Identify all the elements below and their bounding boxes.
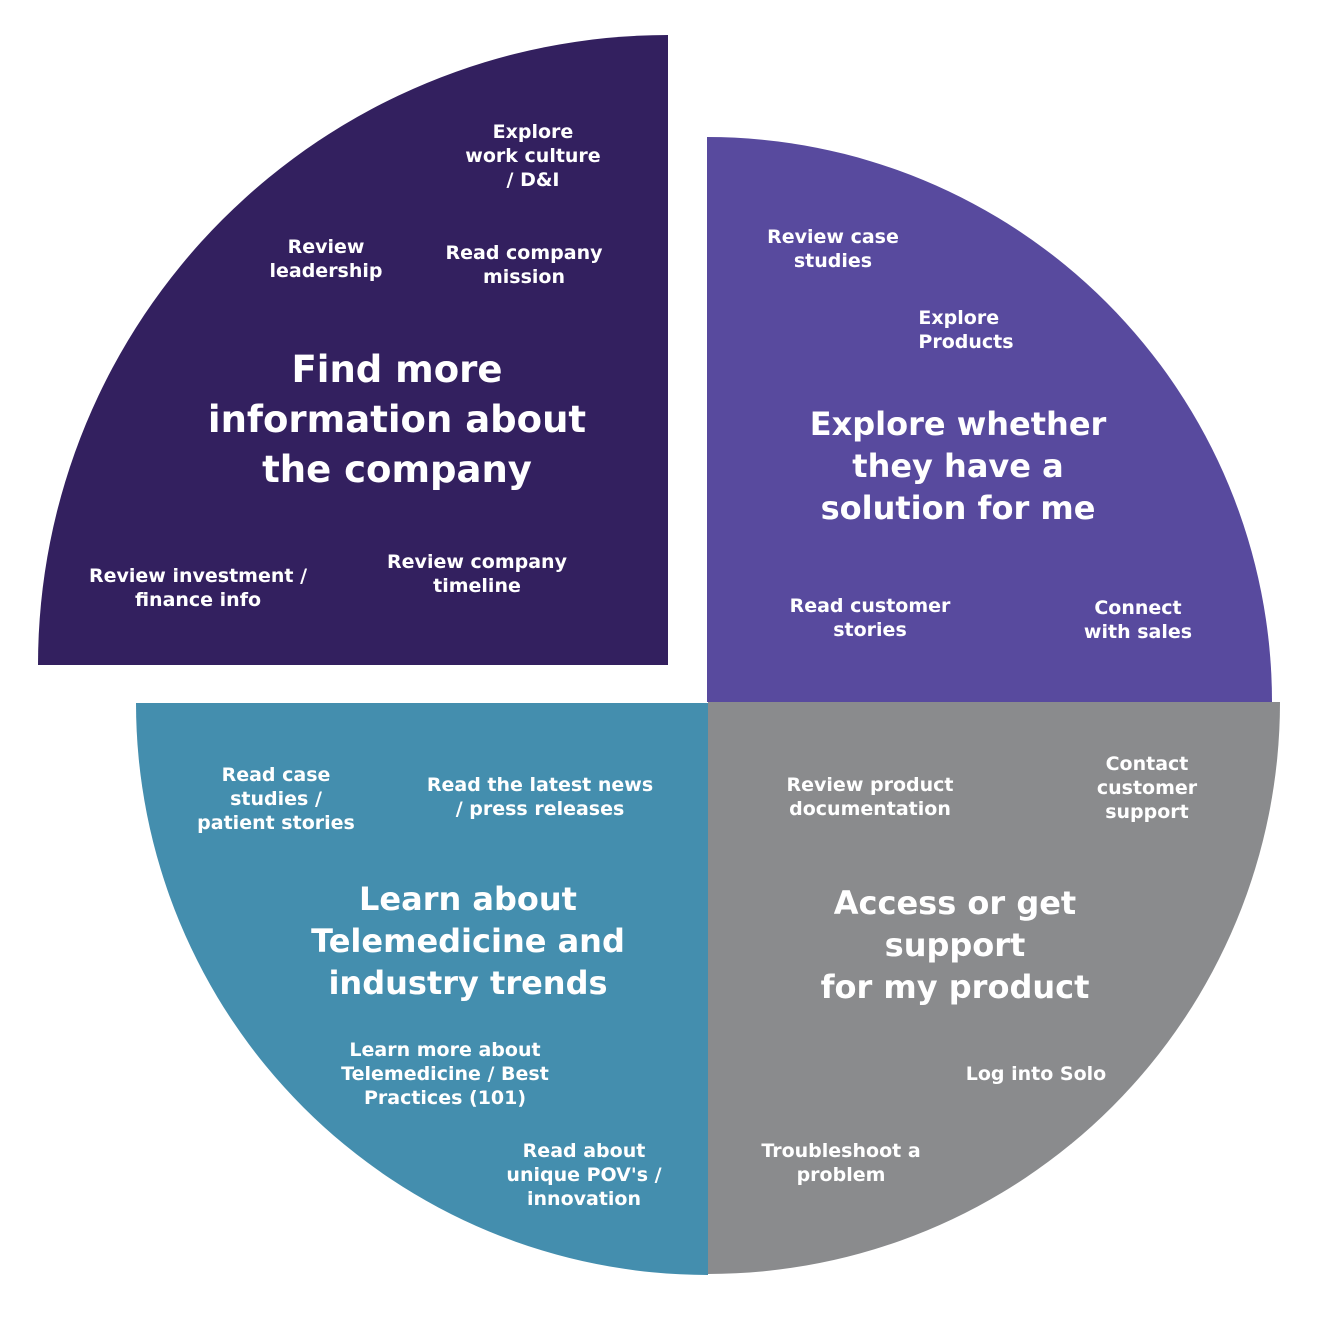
item-review-company-timeline: Review company timeline <box>387 551 567 597</box>
item-contact-support: Contact customer support <box>1096 753 1198 823</box>
item-read-company-mission: Read company mission <box>445 242 603 288</box>
solution-title: Explore whether they have a solution for… <box>809 405 1107 527</box>
telemedicine-title: Learn about Telemedicine and industry tr… <box>311 880 625 1002</box>
item-log-into-solo: Log into Solo <box>965 1063 1107 1085</box>
item-review-documentation: Review product documentation <box>786 774 954 820</box>
item-troubleshoot: Troubleshoot a problem <box>761 1140 921 1186</box>
item-read-customer-stories: Read customer stories <box>789 595 951 641</box>
item-latest-news: Read the latest news / press releases <box>426 774 654 820</box>
item-patient-stories: Read case studies / patient stories <box>197 764 355 834</box>
quadrant-solution-shape <box>707 137 1272 702</box>
support-title: Access or get support for my product <box>820 884 1090 1006</box>
item-explore-products: Explore Products <box>918 307 1014 353</box>
item-connect-with-sales: Connect with sales <box>1083 597 1193 643</box>
item-review-leadership: Review leadership <box>269 236 383 282</box>
item-review-investment: Review investment / finance info <box>88 565 308 611</box>
item-explore-work-culture: Explore work culture / D&I <box>465 121 601 191</box>
quadrant-support-shape <box>708 702 1280 1274</box>
company-title: Find more information about the company <box>207 348 587 491</box>
item-unique-pov: Read about unique POV's / innovation <box>506 1140 662 1210</box>
quadrant-company-shape <box>38 35 668 665</box>
item-review-case-studies: Review case studies <box>767 226 899 272</box>
quadrant-telemedicine-shape <box>136 703 708 1275</box>
item-best-practices: Learn more about Telemedicine / Best Pra… <box>341 1039 549 1109</box>
